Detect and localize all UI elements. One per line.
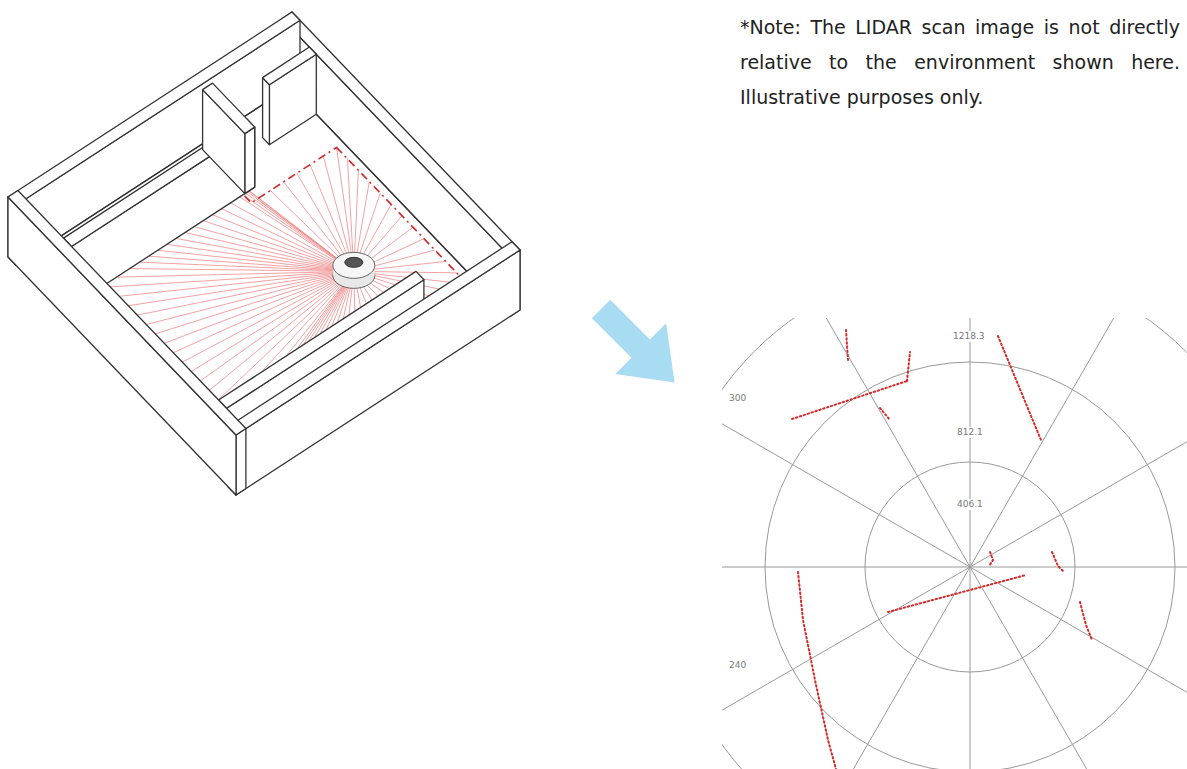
wall-top xyxy=(263,47,317,85)
robot xyxy=(333,252,375,288)
wall-face xyxy=(263,78,270,145)
wall-top xyxy=(282,12,520,257)
wall-face xyxy=(245,127,255,194)
polar-spoke xyxy=(970,567,971,769)
polar-spoke xyxy=(722,567,970,568)
wall-face xyxy=(8,197,236,495)
polar-spoke xyxy=(970,567,1187,737)
polar-spoke xyxy=(970,397,1187,567)
polar-spoke xyxy=(800,318,970,567)
polar-spoke xyxy=(970,318,971,567)
wall-top xyxy=(8,191,246,436)
polar-plot xyxy=(722,318,1187,769)
polar-spoke xyxy=(970,318,1140,567)
angle-label: 300 xyxy=(728,393,747,404)
range-label: 406.1 xyxy=(956,499,984,510)
wall-top xyxy=(203,83,255,134)
polar-spoke xyxy=(722,397,970,567)
wall-face xyxy=(236,429,246,496)
range-label: 1218.3 xyxy=(952,331,986,342)
range-label: 812.1 xyxy=(956,427,984,438)
polar-spoke xyxy=(970,567,1140,769)
note-text: *Note: The LIDAR scan image is not direc… xyxy=(740,10,1180,115)
polar-spoke xyxy=(722,567,970,737)
wall-top xyxy=(228,242,520,435)
scan-points xyxy=(792,330,1092,769)
direction-arrow xyxy=(576,284,700,408)
polar-spoke xyxy=(970,567,1187,568)
wall-face xyxy=(236,250,520,495)
angle-label: 240 xyxy=(728,660,747,671)
